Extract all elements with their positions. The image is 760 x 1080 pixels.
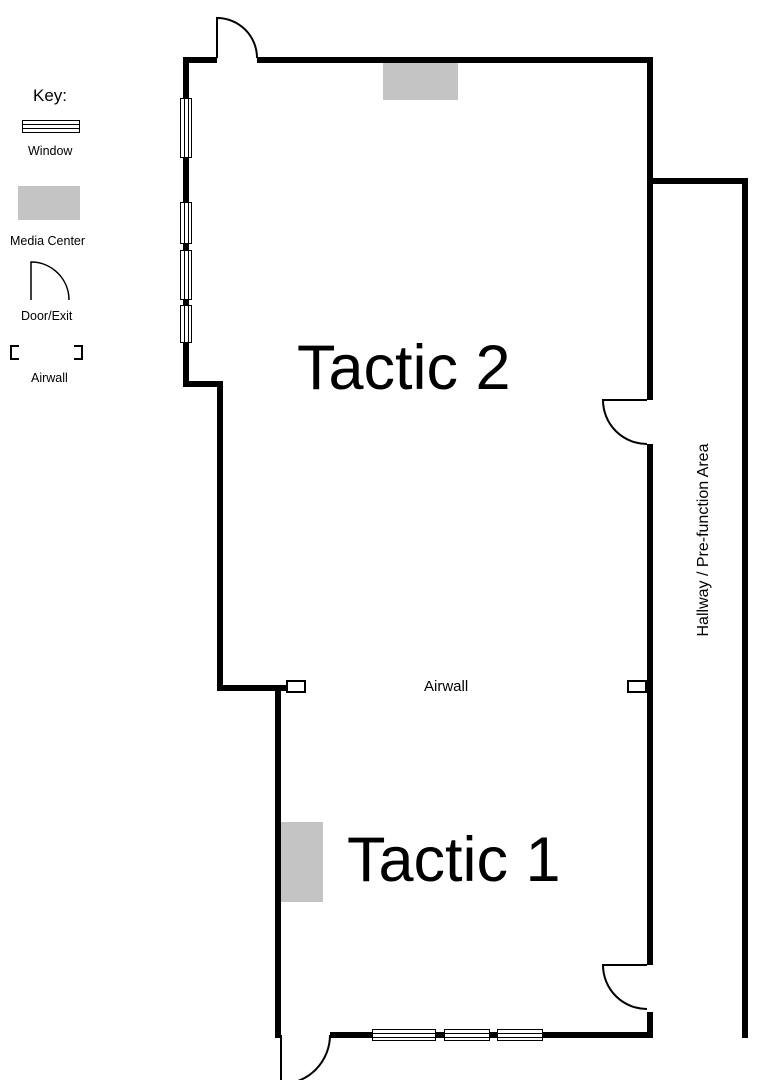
room-label-tactic1: Tactic 1 [347,825,561,895]
wall-top-left-stub [183,57,217,63]
media-center-legend-symbol [18,186,80,220]
door-legend-label: Door/Exit [21,309,73,323]
door-top-left [216,16,258,59]
wall-airwall-left-stub [217,685,289,691]
wall-hallway-top [653,178,748,184]
airwall-legend-label: Airwall [31,371,68,385]
window-left-4 [180,305,192,343]
window-legend-symbol [22,120,80,133]
window-legend-label: Window [28,144,73,158]
wall-hallway-right [742,178,748,1038]
airwall-bracket-right [627,680,647,693]
airwall-plan-label: Airwall [424,678,469,695]
door-legend-symbol [30,261,70,301]
wall-jog-horizontal [183,381,223,387]
wall-bottom [330,1032,653,1038]
hallway-label: Hallway / Pre-function Area [695,443,712,637]
door-bottom-left [280,1034,331,1080]
wall-right-lower [647,1012,653,1038]
door-tactic1 [601,964,648,1010]
window-bottom-1 [372,1029,436,1041]
airwall-legend-symbol-left [10,345,19,360]
media-center-tactic2 [383,63,458,100]
window-bottom-2 [444,1029,490,1041]
wall-left-tactic1 [275,685,281,1038]
wall-right-upper [647,57,653,400]
legend-title: Key: [33,86,68,105]
room-label-tactic2: Tactic 2 [297,333,511,403]
window-bottom-3 [497,1029,543,1041]
wall-left-mid [217,381,223,691]
airwall-bracket-left [286,680,306,693]
window-left-1 [180,98,192,158]
wall-top-main [257,57,653,63]
media-center-legend-label: Media Center [10,234,86,248]
door-tactic2 [601,399,648,445]
window-left-2 [180,202,192,244]
wall-right-mid [647,444,653,965]
window-left-3 [180,250,192,300]
media-center-tactic1 [281,822,323,902]
airwall-legend-symbol-right [74,345,83,360]
